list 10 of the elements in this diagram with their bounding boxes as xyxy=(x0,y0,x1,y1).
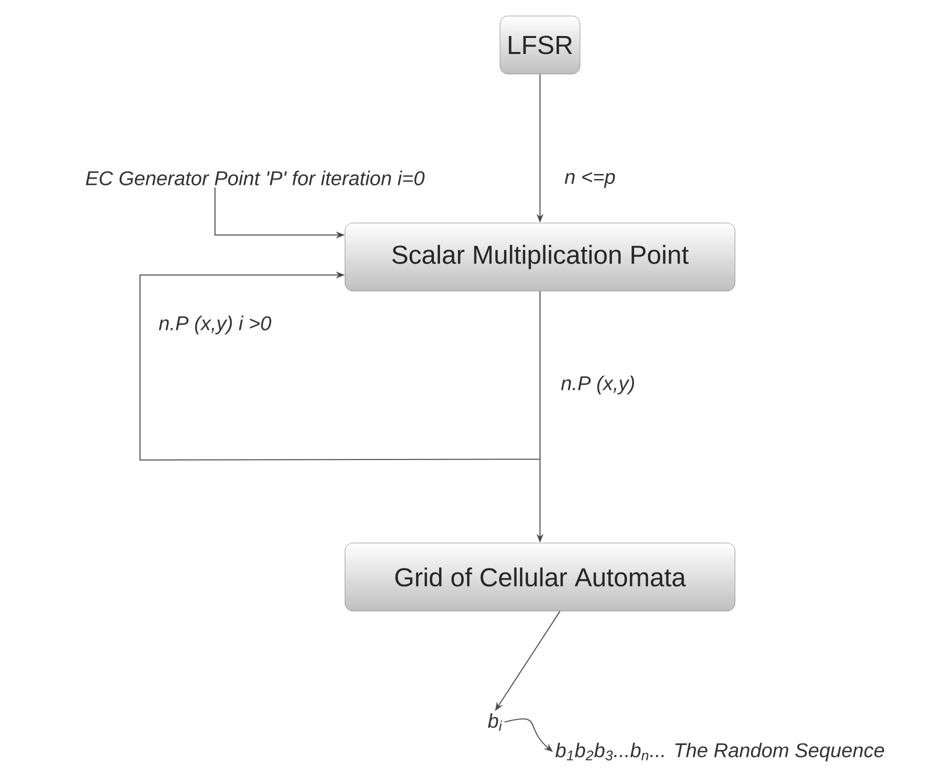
text-label: b$_{1}$b$_{2}$b$_{3}$...b$_{n}$... The Random Sequence xyxy=(555,742,884,762)
edge-label: n <=p xyxy=(562,170,618,190)
edge-label: n.P (x,y) xyxy=(558,374,638,396)
text-label: EC Generator Point 'P' for iteration i=0 xyxy=(86,170,425,186)
arrow xyxy=(140,271,540,460)
process-box: LFSR xyxy=(500,16,580,74)
process-box: Grid of Cellular Automata xyxy=(344,542,736,612)
text-label: b$_{i}$ xyxy=(488,713,502,731)
edge-label: n.P (x,y) i >0 xyxy=(156,314,274,336)
process-box: Scalar Multiplication Point xyxy=(344,222,736,292)
